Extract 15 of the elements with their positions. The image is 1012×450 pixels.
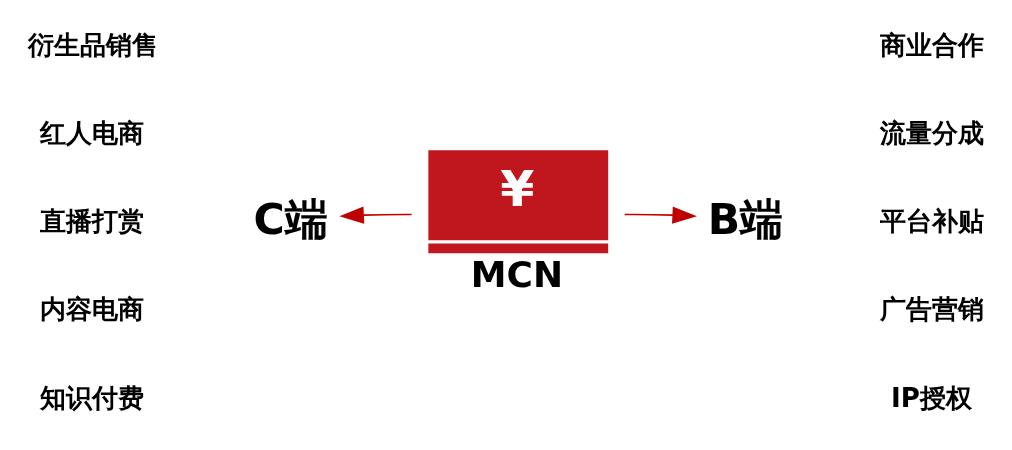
label: IP授权	[890, 382, 972, 413]
label: 流量分成	[879, 117, 984, 148]
label: 衍生品销售	[27, 29, 158, 60]
arrow	[339, 206, 413, 224]
label: 内容电商	[40, 293, 145, 324]
label: 直播打赏	[40, 205, 145, 236]
node-text: B端	[707, 194, 784, 244]
label: 知识付费	[40, 382, 145, 413]
label: 红人电商	[40, 117, 145, 148]
label: 广告营销	[879, 293, 984, 324]
arrow	[623, 206, 697, 224]
label: 商业合作	[879, 29, 984, 60]
node-label: MCN	[470, 253, 564, 295]
label: 平台补贴	[879, 205, 984, 236]
node-text: C端	[253, 194, 328, 244]
